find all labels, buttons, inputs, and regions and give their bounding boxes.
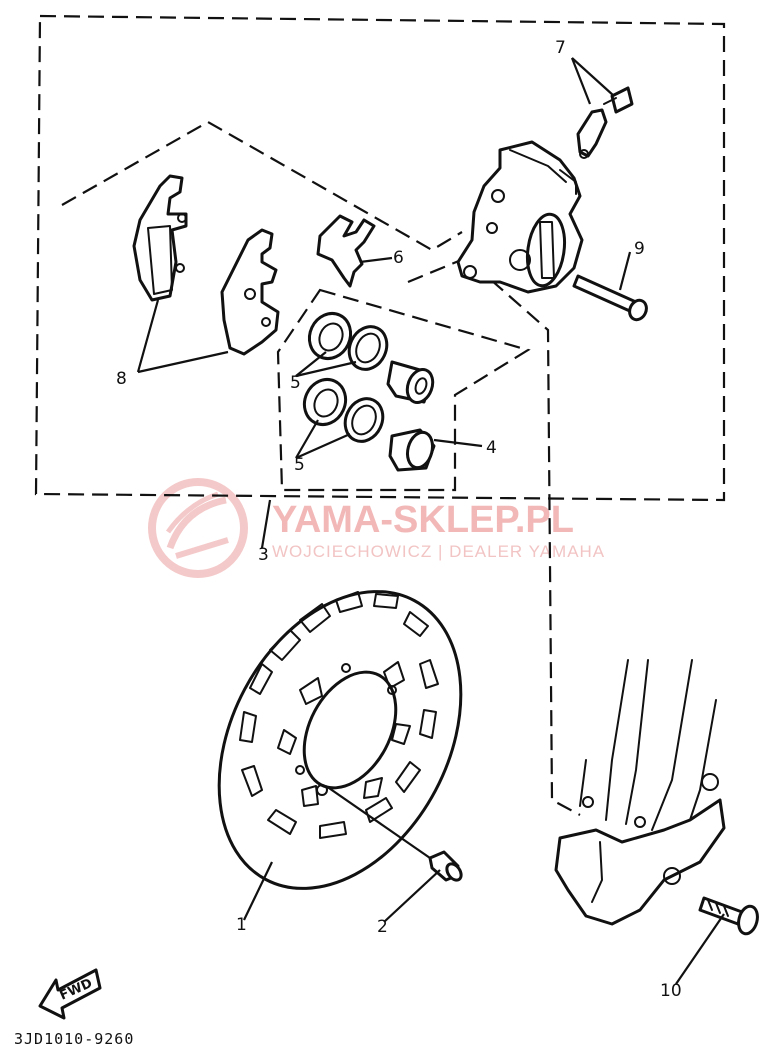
front-fork [554, 659, 726, 926]
brake-pad-right [220, 228, 280, 356]
caliper-to-fork-line [407, 256, 581, 816]
callout-5-lower: 5 [294, 455, 305, 475]
assembly-frame [34, 14, 726, 502]
callout-9: 9 [634, 239, 645, 259]
callout-1: 1 [236, 915, 247, 935]
seal-set-upper [307, 312, 389, 371]
pad-kit-outline [61, 120, 463, 252]
watermark-subtitle: WOJCIECHOWICZ | DEALER YAMAHA [272, 542, 605, 561]
callout-10: 10 [660, 981, 682, 1001]
callout-8: 8 [116, 369, 127, 389]
caliper-bolt [698, 896, 759, 936]
callout-5-upper: 5 [290, 373, 301, 393]
brake-disc [217, 590, 463, 890]
callout-2: 2 [377, 917, 388, 937]
piston-kit-outline [276, 288, 531, 492]
caliper-body [456, 140, 584, 294]
callout-7: 7 [555, 38, 566, 58]
seal-set-lower [302, 378, 385, 443]
callout-4: 4 [486, 438, 497, 458]
leader-lines [136, 57, 725, 985]
piston-lower [388, 428, 436, 472]
bleed-screw [576, 86, 634, 159]
callout-6: 6 [393, 248, 404, 268]
disc-bolt [428, 850, 463, 882]
piston-upper [386, 360, 435, 404]
watermark: YAMA-SKLEP.PL WOJCIECHOWICZ | DEALER YAM… [148, 478, 605, 578]
part-code: 3JD1010-9260 [14, 1030, 134, 1048]
fwd-arrow: FWD [38, 968, 102, 1020]
callout-3: 3 [258, 545, 269, 565]
brake-pad-left [132, 174, 188, 302]
watermark-title: YAMA-SKLEP.PL [272, 499, 574, 541]
pin [572, 274, 648, 322]
pad-support [316, 214, 376, 288]
